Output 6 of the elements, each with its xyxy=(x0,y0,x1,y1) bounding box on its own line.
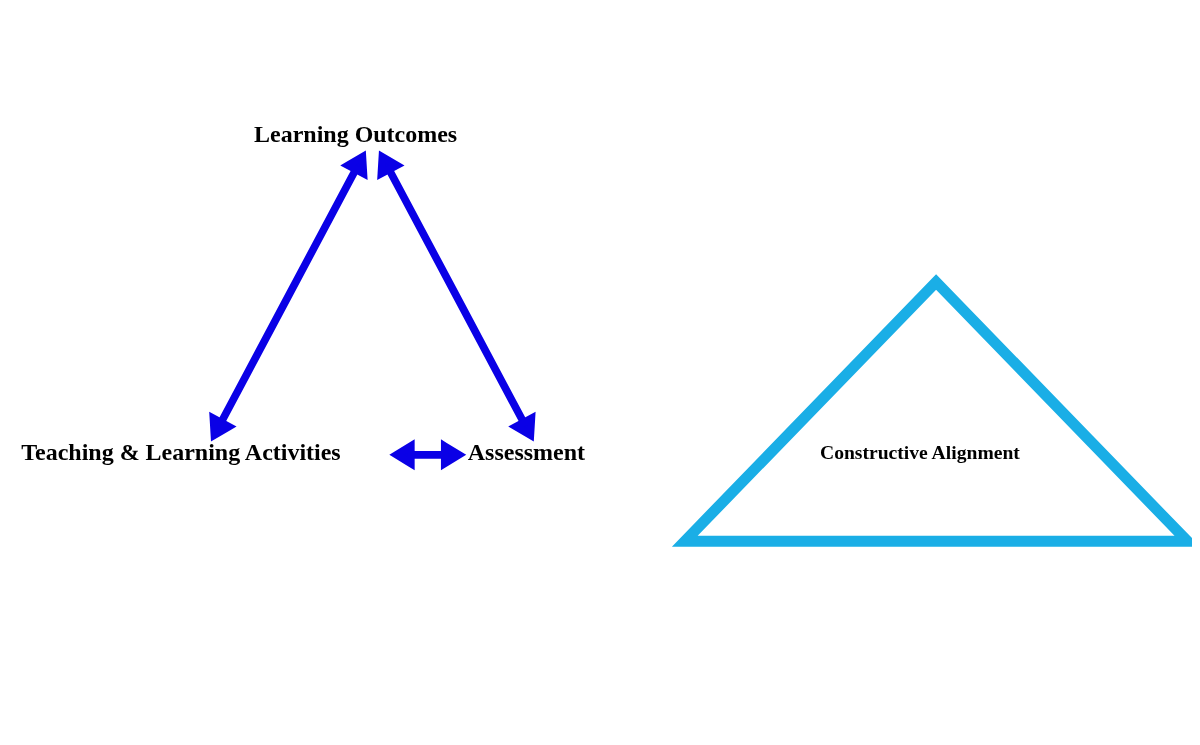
arrow xyxy=(389,439,467,471)
arrow xyxy=(209,150,368,442)
arrow xyxy=(377,150,536,442)
node-text: Assessment xyxy=(467,438,585,465)
node-text: Teaching & Learning Activities xyxy=(21,438,341,465)
node-text: Learning Outcomes xyxy=(254,121,458,147)
